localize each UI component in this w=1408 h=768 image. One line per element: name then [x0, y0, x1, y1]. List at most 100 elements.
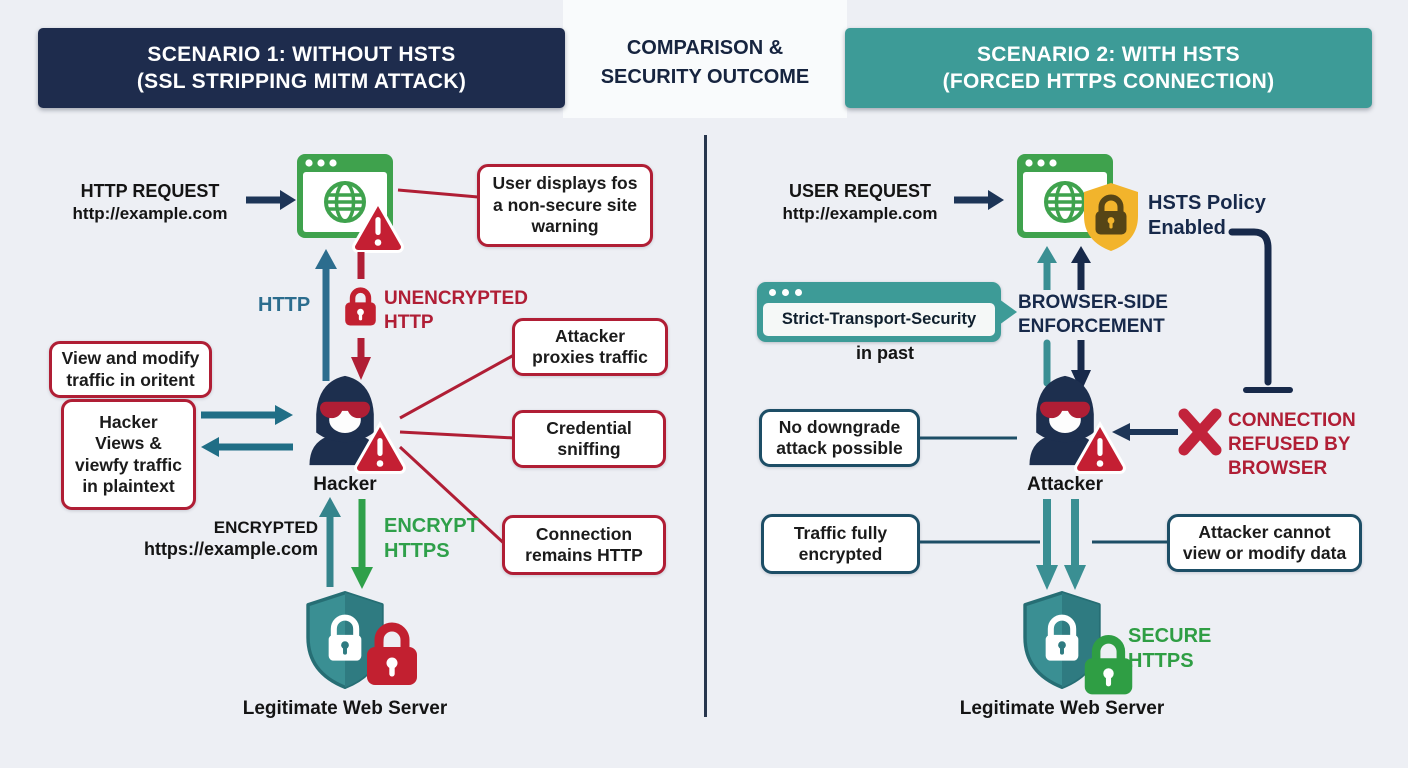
s1-attacker-proxies-box: Attacker proxies traffic	[512, 318, 668, 376]
s1-encrypted-line2: https://example.com	[143, 539, 318, 560]
s2-lower-teal-segment	[1043, 339, 1051, 387]
s1-connection-line1: Connection	[535, 523, 633, 544]
s2-secure-line2: HTTPS	[1128, 650, 1194, 672]
s2-browser-side-line1: BROWSER-SIDE	[1018, 292, 1168, 313]
s1-hacker-warning-triangle-icon	[354, 422, 406, 474]
s1-from-hacker-arrow-icon	[201, 437, 293, 457]
s1-view-modify-box: View and modify traffic in oritent	[49, 341, 212, 398]
s2-attacker-cannot-line1: Attacker cannot	[1198, 521, 1331, 542]
scenario2-header-line2: (FORCED HTTPS CONNECTION)	[942, 70, 1275, 93]
s1-connection-line2: remains HTTP	[525, 545, 643, 565]
scenario2-header-line1: SCENARIO 2: WITH HSTS	[977, 42, 1240, 66]
s1-credential-line1: Credential	[546, 417, 632, 438]
s1-encrypt-https-line1: ENCRYPT	[384, 515, 479, 537]
s1-encrypted-line1: ENCRYPTED	[213, 518, 318, 537]
s1-credential-box: Credential sniffing	[512, 410, 666, 468]
s2-traffic-connector	[920, 540, 1040, 544]
s2-secure-line1: SECURE	[1128, 625, 1212, 647]
s2-secure-https-label: SECURE HTTPS	[1128, 624, 1211, 674]
scenario2-header: SCENARIO 2: WITH HSTS (FORCED HTTPS CONN…	[845, 28, 1372, 108]
s2-hsts-line1: HSTS Policy	[1148, 192, 1266, 214]
s1-unencrypted-padlock-icon	[342, 284, 379, 328]
s2-request-label: USER REQUEST http://example.com	[765, 180, 955, 224]
scenario1-header: SCENARIO 1: WITHOUT HSTS (SSL STRIPPING …	[38, 28, 565, 108]
s1-to-hacker-arrow-icon	[201, 405, 293, 425]
s2-connection-refused-label: CONNECTION REFUSED BY BROWSER	[1228, 409, 1356, 480]
s2-attacker-cannot-connector	[1092, 540, 1168, 544]
s2-no-downgrade-box: No downgrade attack possible	[759, 409, 920, 467]
s1-unencrypted-label: UNENCRYPTED HTTP	[384, 287, 528, 335]
s2-secure-down-arrow1-icon	[1036, 499, 1058, 590]
s1-hacker-label: Hacker	[313, 474, 377, 495]
s2-traffic-encrypted-box: Traffic fully encrypted	[761, 514, 920, 574]
s1-unencrypted-down-arrow-icon	[351, 252, 371, 380]
s1-request-line1: HTTP REQUEST	[80, 181, 220, 201]
s2-upper-teal-up-arrow-icon	[1037, 246, 1057, 290]
s2-server-label: Legitimate Web Server	[959, 698, 1165, 719]
s1-hacker-views-line1: Hacker	[99, 411, 158, 432]
s1-red-padlock-icon	[362, 617, 422, 689]
comparison-title-line2: SECURITY OUTCOME	[600, 66, 810, 88]
s2-no-downgrade-line2: attack possible	[776, 438, 903, 458]
s2-request-line2: http://example.com	[782, 203, 938, 223]
s2-attacker-cannot-box: Attacker cannot view or modify data	[1167, 514, 1362, 572]
s1-unencrypted-line1: UNENCRYPTED	[384, 288, 528, 309]
s1-encrypt-https-label: ENCRYPT HTTPS	[384, 514, 479, 564]
s1-encrypt-https-line2: HTTPS	[384, 540, 450, 562]
s2-hsts-policy-label: HSTS Policy Enabled	[1148, 191, 1266, 241]
s2-x-mark-icon	[1178, 408, 1222, 456]
scenario1-header-line2: (SSL STRIPPING MITM ATTACK)	[136, 70, 467, 93]
s1-warning-box-line3: warning	[531, 216, 599, 237]
comparison-title: COMPARISON & SECURITY OUTCOME	[563, 34, 847, 92]
s2-sts-bubble-tail-icon	[999, 299, 1017, 325]
s2-refused-line1: CONNECTION	[1228, 410, 1356, 431]
s2-sts-window-dots-icon	[757, 282, 1001, 296]
s1-request-arrow-icon	[246, 190, 296, 210]
s2-attacker-cannot-line2: view or modify data	[1182, 543, 1347, 563]
scenario1-header-line1: SCENARIO 1: WITHOUT HSTS	[147, 42, 456, 66]
s2-request-arrow-icon	[954, 190, 1004, 210]
s2-refused-line3: BROWSER	[1228, 457, 1328, 479]
s1-attacker-proxies-line1: Attacker	[554, 325, 626, 346]
s1-connection-box: Connection remains HTTP	[502, 515, 666, 575]
s2-traffic-line1: Traffic fully	[793, 522, 888, 543]
s1-encrypted-label: ENCRYPTED https://example.com	[100, 517, 318, 561]
s2-attacker-label: Attacker	[1026, 474, 1104, 495]
s2-browser-side-label: BROWSER-SIDE ENFORCEMENT	[1018, 291, 1168, 339]
s2-no-downgrade-line1: No downgrade	[778, 416, 901, 437]
s1-browser-warning-triangle-icon	[352, 201, 404, 253]
s1-hacker-radiating-lines	[398, 353, 515, 549]
comparison-title-line1: COMPARISON &	[626, 37, 784, 59]
s2-no-downgrade-connector	[919, 436, 1017, 440]
header-center-panel	[563, 0, 847, 118]
s1-view-modify-line2: traffic in oritent	[66, 369, 195, 390]
s1-warning-connector-line	[397, 188, 479, 199]
center-divider	[704, 135, 707, 717]
s1-warning-box-line1: User displays fos	[492, 173, 638, 194]
s2-lower-navy-down-arrow-icon	[1071, 340, 1091, 392]
s2-hsts-elbow-connector	[1228, 228, 1293, 393]
s1-hacker-views-line2: Views &	[95, 433, 162, 454]
s1-http-up-arrow-icon	[315, 249, 337, 381]
s1-hacker-views-line3: viewfy traffic	[75, 454, 182, 475]
s1-request-line2: http://example.com	[72, 203, 228, 223]
s1-credential-line2: sniffing	[557, 439, 621, 459]
s2-in-past-label: in past	[855, 343, 914, 363]
s2-refused-line2: REFUSED BY	[1228, 433, 1351, 455]
s1-warning-box: User displays fos a non-secure site warn…	[477, 164, 653, 247]
s1-hacker-views-box: Hacker Views & viewfy traffic in plainte…	[61, 399, 196, 510]
s2-upper-navy-up-arrow-icon	[1071, 246, 1091, 290]
s1-attacker-proxies-line2: proxies traffic	[532, 347, 648, 367]
s1-server-label: Legitimate Web Server	[242, 698, 448, 719]
s1-unencrypted-line2: HTTP	[384, 311, 434, 333]
s2-sts-header-bubble: Strict-Transport-Security	[757, 282, 1001, 342]
s1-hacker-views-line4: in plaintext	[82, 475, 175, 496]
s2-gold-shield-icon	[1080, 181, 1142, 253]
s2-refused-left-arrow-icon	[1112, 423, 1178, 441]
s2-hsts-line2: Enabled	[1148, 217, 1226, 239]
s2-browser-side-line2: ENFORCEMENT	[1018, 315, 1165, 337]
s1-view-modify-line1: View and modify	[61, 348, 200, 369]
s2-traffic-line2: encrypted	[798, 544, 883, 564]
s1-warning-box-line2: a non-secure site	[493, 194, 637, 215]
